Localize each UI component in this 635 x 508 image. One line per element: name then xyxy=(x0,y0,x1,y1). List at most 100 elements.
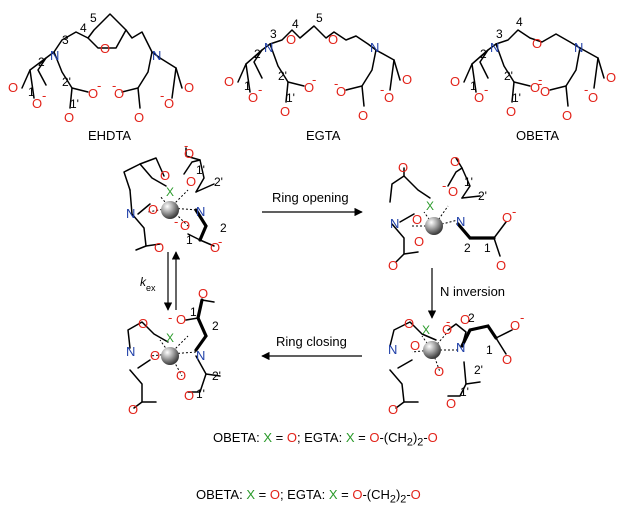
caption-x2: X xyxy=(345,430,355,445)
egta-minus-3: - xyxy=(334,76,338,91)
complex-a-o-4: O xyxy=(210,240,220,255)
ehdta-o-8: O xyxy=(164,96,174,111)
complex-d-o-2: O xyxy=(176,368,186,383)
ehdta-minus-4: - xyxy=(160,88,164,103)
caption-x: X xyxy=(263,430,272,445)
caption-obeta: OBETA: xyxy=(196,487,247,502)
caption-chain2: ) xyxy=(412,430,418,445)
complex-c-locant-1p: 1' xyxy=(460,385,469,399)
complex-c-n-2: N xyxy=(456,340,465,355)
complex-d-locant-1: 1 xyxy=(190,305,197,319)
caption-sub2: 2 xyxy=(417,436,424,449)
obeta-locant-4: 4 xyxy=(516,15,523,29)
egta-o-8: O xyxy=(384,90,394,105)
complex-c-o-8: O xyxy=(502,352,512,367)
ehdta-locant-3: 3 xyxy=(62,33,69,47)
egta-locant-1p: 1' xyxy=(286,91,295,105)
caption-x2: X xyxy=(328,487,338,502)
caption-dash: - xyxy=(423,430,428,445)
kex-k: k xyxy=(140,275,147,289)
complex-a-minus-1: - xyxy=(174,214,178,229)
obeta-o-8: O xyxy=(588,90,598,105)
complex-c-o-3: O xyxy=(388,402,398,417)
ehdta-o-1: O xyxy=(8,80,18,95)
obeta-minus-4: - xyxy=(584,82,588,97)
caption-o1: O xyxy=(286,430,297,445)
structure-ehdta: N N O O O - O - O O - O O O - 1 2 3 4 5 … xyxy=(8,11,194,143)
egta-o-2: O xyxy=(248,90,258,105)
complex-d-o-3: O xyxy=(128,402,138,417)
obeta-o-4: O xyxy=(506,104,516,119)
complex-b-o-3: O xyxy=(388,258,398,273)
complex-c-o-7: O xyxy=(510,318,520,333)
caption-chain: -(CH xyxy=(362,487,390,502)
caption-sub: 2 xyxy=(406,436,413,449)
complex-c-locant-2: 2 xyxy=(468,311,475,325)
caption-eq: = xyxy=(272,430,287,445)
caption-eq2: = xyxy=(354,430,370,445)
obeta-locant-1p: 1' xyxy=(512,91,521,105)
caption-sep: ; EGTA: xyxy=(296,430,346,445)
complex-b-o-4: O xyxy=(398,160,408,175)
complex-a-n-1: N xyxy=(126,206,135,221)
kex-label: kex xyxy=(140,275,156,293)
caption-eq2: = xyxy=(337,487,353,502)
complex-c-o-1: O xyxy=(410,338,420,353)
caption-sep: ; EGTA: xyxy=(279,487,329,502)
complex-d: N N X O O O O O - O O 1 2 2' 1' xyxy=(126,286,221,417)
caption-x: X xyxy=(246,487,255,502)
ehdta-minus-2: - xyxy=(97,78,101,93)
obeta-minus-1: - xyxy=(484,82,488,97)
obeta-locant-3: 3 xyxy=(496,27,503,41)
ehdta-n-left: N xyxy=(50,48,59,63)
obeta-o-ether: O xyxy=(532,36,542,51)
complex-b-minus-1: - xyxy=(442,178,446,193)
caption-o3: O xyxy=(427,430,438,445)
complex-c-x: X xyxy=(422,323,430,337)
n-inversion-label: N inversion xyxy=(440,284,505,299)
egta-o-5: O xyxy=(336,84,346,99)
complex-d-n-1: N xyxy=(126,344,135,359)
complex-a-locant-2p: 2' xyxy=(214,175,223,189)
caption-2: OBETA: X = O; EGTA: X = O-(CH2)2-O xyxy=(196,487,421,506)
egta-o-3: O xyxy=(304,80,314,95)
ehdta-o-5: O xyxy=(114,86,124,101)
obeta-name: OBETA xyxy=(516,128,559,143)
complex-b-locant-2p: 2' xyxy=(478,189,487,203)
obeta-locant-2p: 2' xyxy=(504,69,513,83)
caption-o3: O xyxy=(410,487,421,502)
complex-d-x: X xyxy=(166,331,174,345)
complex-d-o-6: O xyxy=(198,286,208,301)
complex-c: N N X O O O O O - O O - O O 2 1 2' 1' xyxy=(388,310,524,417)
arrows: Ring opening N inversion Ring closing ke… xyxy=(140,190,505,361)
ehdta-ring-o: O xyxy=(100,41,110,56)
ring-opening-label: Ring opening xyxy=(272,190,349,205)
complex-c-minus-2: - xyxy=(520,310,524,325)
egta-o-ether-2: O xyxy=(328,32,338,47)
complex-c-n-1: N xyxy=(388,342,397,357)
ehdta-minus-3: - xyxy=(112,78,116,93)
egta-minus-2: - xyxy=(312,72,316,87)
complex-a-o-3: O xyxy=(154,240,164,255)
ring-closing-label: Ring closing xyxy=(276,334,347,349)
structure-obeta: N N O O O - O - O O - O O O - 1 2 3 4 2'… xyxy=(450,15,616,143)
complex-d-o-4: O xyxy=(138,316,148,331)
complex-b-n-2: N xyxy=(456,214,465,229)
complex-b-o-8: O xyxy=(496,258,506,273)
ehdta-locant-4: 4 xyxy=(80,21,87,35)
caption-eq: = xyxy=(255,487,270,502)
complex-b-x: X xyxy=(426,199,434,213)
egta-minus-1: - xyxy=(258,82,262,97)
complex-d-minus-1: - xyxy=(168,310,172,325)
egta-o-6: O xyxy=(358,108,368,123)
ehdta-o-7: O xyxy=(184,80,194,95)
egta-name: EGTA xyxy=(306,128,341,143)
caption-sub: 2 xyxy=(389,493,396,506)
complex-a-x: X xyxy=(166,185,174,199)
complex-a-locant-1p: 1' xyxy=(196,163,205,177)
caption-obeta: OBETA: xyxy=(213,430,264,445)
complex-b-o-2: O xyxy=(414,234,424,249)
egta-n-left: N xyxy=(264,40,273,55)
ehdta-locant-2p: 2' xyxy=(62,75,71,89)
complex-c-o-5: O xyxy=(442,322,452,337)
